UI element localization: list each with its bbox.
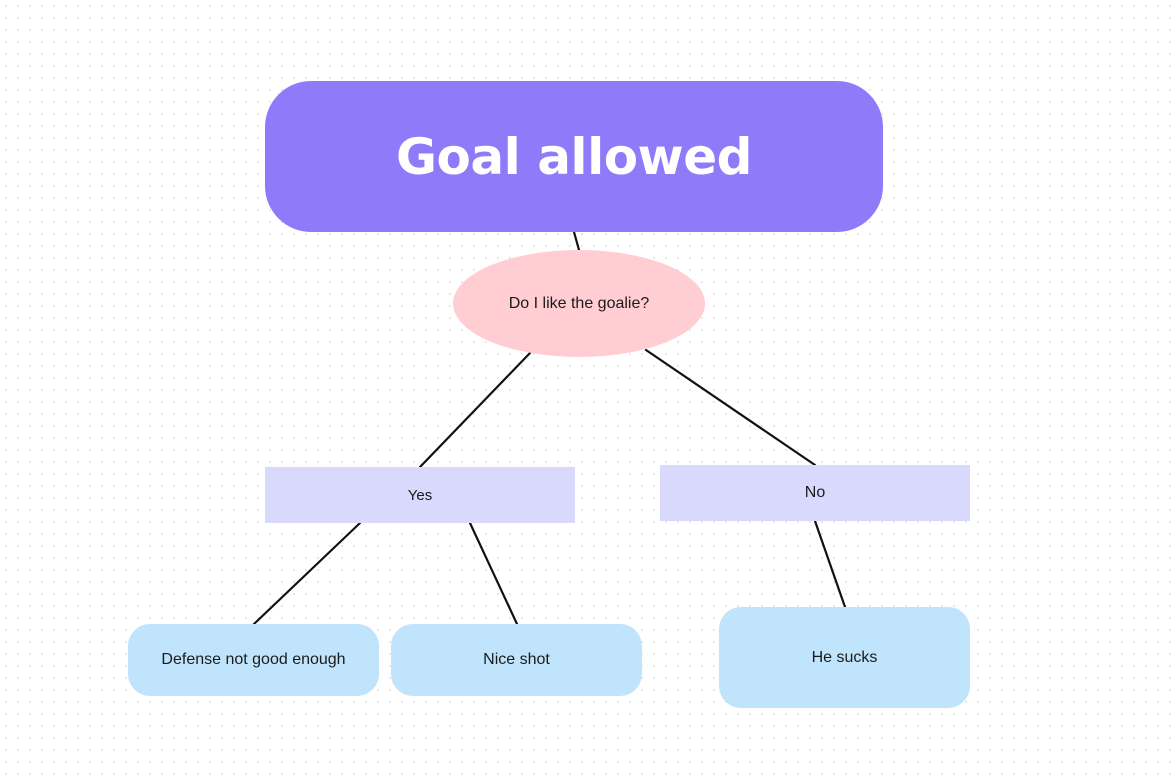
edge-yes-to-defense: [252, 521, 362, 626]
outcome-node-defense[interactable]: Defense not good enough: [128, 624, 379, 696]
outcome-he-sucks-label: He sucks: [811, 648, 878, 666]
root-node-label: Goal allowed: [396, 127, 752, 186]
edge-no-to-he-sucks: [813, 519, 847, 609]
outcome-defense-label: Defense not good enough: [161, 651, 346, 668]
branch-node-no[interactable]: No: [660, 465, 970, 521]
question-node-label: Do I like the goalie?: [508, 294, 650, 312]
outcome-node-he-sucks[interactable]: He sucks: [719, 607, 970, 708]
edge-question-to-no: [644, 348, 817, 467]
edge-yes-to-nice-shot: [468, 521, 519, 626]
edge-root-to-question: [572, 230, 581, 252]
outcome-nice-shot-label: Nice shot: [483, 651, 550, 668]
branch-yes-label: Yes: [407, 486, 433, 504]
branch-node-yes[interactable]: Yes: [265, 467, 575, 523]
question-node[interactable]: Do I like the goalie?: [453, 250, 705, 357]
outcome-node-nice-shot[interactable]: Nice shot: [391, 624, 642, 696]
root-node-goal-allowed[interactable]: Goal allowed: [265, 81, 883, 232]
edge-question-to-yes: [418, 351, 532, 469]
branch-no-label: No: [804, 484, 826, 501]
